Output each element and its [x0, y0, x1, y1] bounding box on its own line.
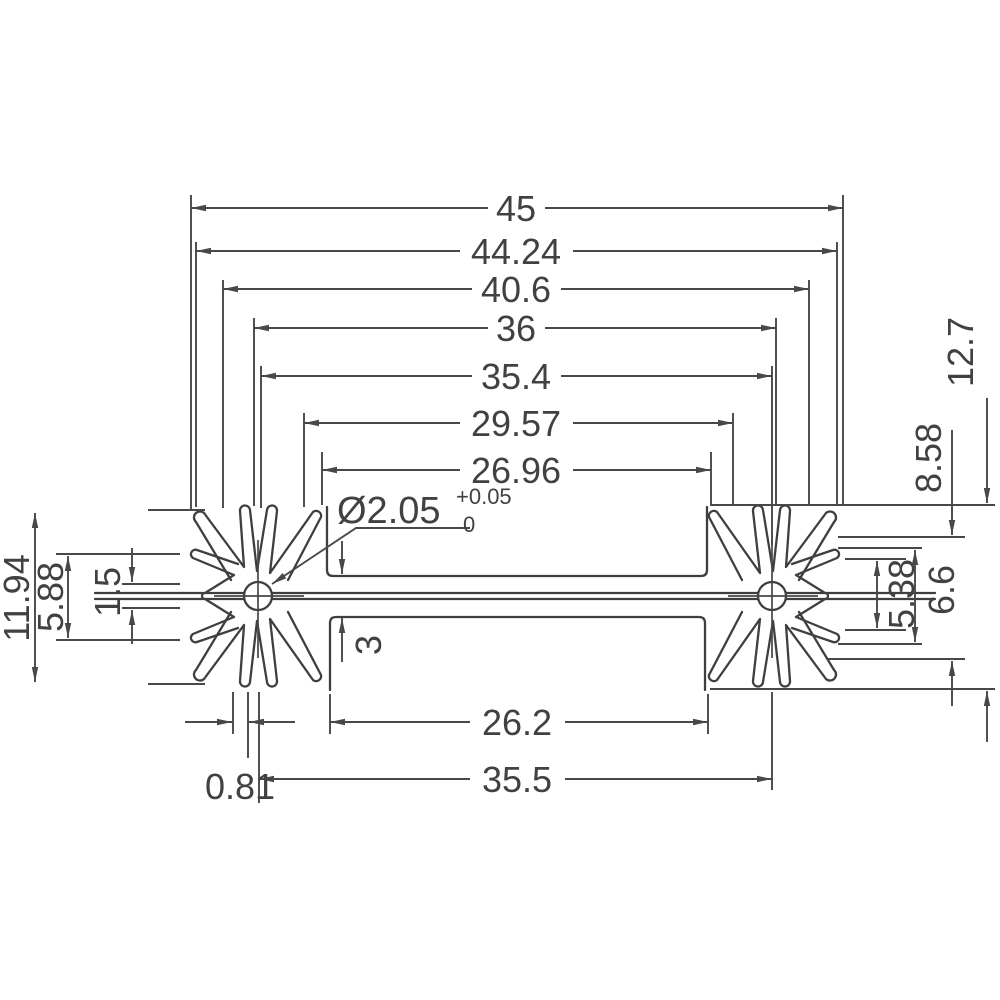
- dim-label-3: 3: [348, 635, 389, 655]
- dim-label-35-5: 35.5: [482, 759, 552, 800]
- hole-tolerance-upper: +0.05: [456, 484, 512, 509]
- hole-callout: Ø2.05 +0.05 0: [337, 484, 512, 537]
- fin-cluster-right: [707, 504, 841, 688]
- lower-channel: [328, 615, 707, 692]
- dim-label-40-6: 40.6: [481, 269, 551, 310]
- ext-lines-top: [190, 195, 844, 545]
- ext-lines-bottom: [232, 692, 773, 803]
- profile-outline: [93, 504, 937, 692]
- dim-label-8-58: 8.58: [908, 423, 949, 493]
- ref-lines-left: [56, 509, 205, 685]
- fins-bottom-left: [192, 610, 323, 688]
- fins-top-left: [192, 504, 323, 582]
- fins-side-left: [189, 548, 240, 644]
- dim-label-26-2: 26.2: [482, 702, 552, 743]
- fins-bottom-right: [707, 610, 838, 688]
- dim-label-29-57: 29.57: [471, 403, 561, 444]
- hole-tolerance-lower: 0: [463, 512, 475, 537]
- hole-diameter-label: Ø2.05: [337, 490, 441, 532]
- dim-label-5-88: 5.88: [30, 562, 71, 632]
- extension-lines: [56, 195, 995, 803]
- dim-label-12-7: 12.7: [940, 317, 981, 387]
- dim-label-45: 45: [496, 188, 536, 229]
- dim-label-0-81: 0.81: [205, 766, 275, 807]
- dim-label-6-6: 6.6: [921, 565, 962, 615]
- hole-centerlines-right: [728, 540, 818, 658]
- fins-top-right: [707, 504, 838, 582]
- hole-leader-line: [271, 527, 470, 585]
- dim-label-1-5: 1.5: [87, 567, 128, 617]
- dim-label-36: 36: [496, 308, 536, 349]
- hole-centerlines-left: [214, 540, 304, 658]
- fin-cluster-left: [189, 504, 323, 688]
- ref-lines-right: [710, 504, 995, 690]
- dim-label-5-38: 5.38: [881, 559, 922, 629]
- dim-label-44-24: 44.24: [471, 231, 561, 272]
- dim-label-11-94: 11.94: [0, 554, 37, 641]
- dimension-lines: [31, 204, 991, 783]
- dim-label-35-4: 35.4: [481, 356, 551, 397]
- upper-channel: [325, 505, 709, 578]
- dimension-labels: 45 44.24 40.6 36 35.4 29.57 26.96 11.94 …: [0, 188, 981, 807]
- dim-label-26-96: 26.96: [471, 450, 561, 491]
- center-web-lines: [93, 591, 937, 601]
- fins-side-right: [790, 548, 841, 644]
